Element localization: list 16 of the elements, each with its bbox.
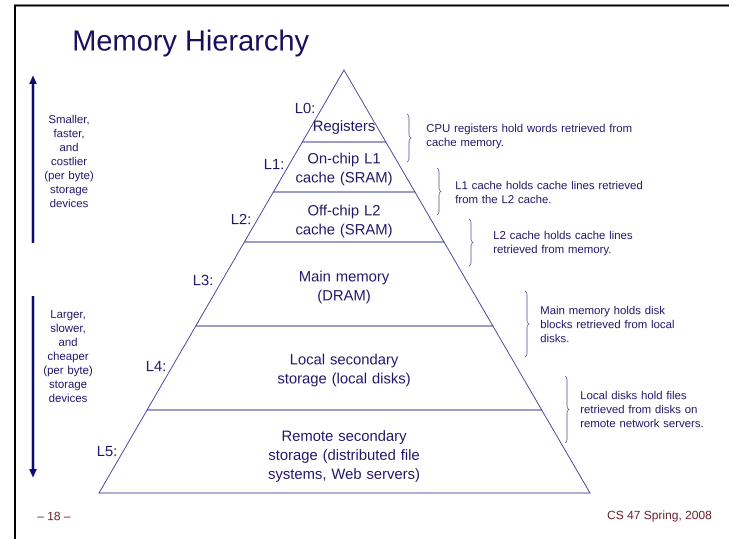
side-note: Smaller, faster, and costlier (per byte) storage devices bbox=[45, 114, 93, 208]
title: Memory Hierarchy bbox=[74, 29, 309, 57]
description: L1 cache holds cache lines retrieved from the L2 cache. bbox=[455, 180, 642, 204]
level-label: L2: bbox=[232, 214, 250, 224]
level-label: L4: bbox=[146, 360, 165, 372]
level-label: L1: bbox=[264, 158, 283, 170]
description: Local disks hold files retrieved from disks on remote network servers. bbox=[580, 390, 703, 428]
level-label: L3: bbox=[194, 274, 212, 286]
page-number: – 18 – bbox=[37, 512, 71, 520]
side-note: Larger, slower, and cheaper (per byte) storage devices bbox=[44, 310, 92, 402]
description: CPU registers hold words retrieved from cache memory. bbox=[426, 124, 632, 148]
description: L2 cache holds cache lines retrieved from memory. bbox=[494, 230, 632, 256]
footer-text: CS 47 Spring, 2008 bbox=[608, 510, 712, 522]
description: Main memory holds disk blocks retrieved from local disks. bbox=[540, 306, 674, 342]
level-label: L0: bbox=[296, 102, 314, 114]
level-label: L5: bbox=[98, 446, 116, 456]
